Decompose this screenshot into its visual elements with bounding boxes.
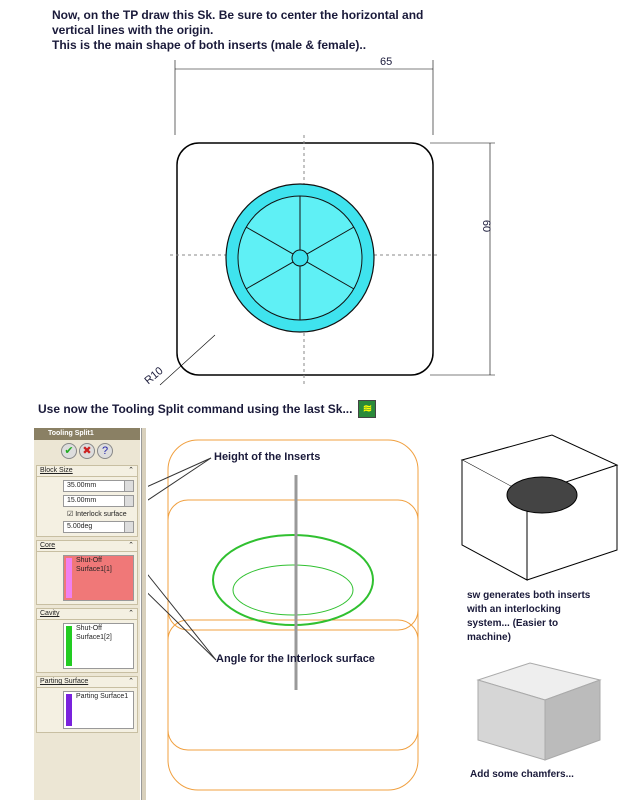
cavity-section: Cavity ⌃ Shut-Off Surface1[2] [36,608,138,673]
tooling-split-icon[interactable]: ≋ [358,400,377,418]
depth1-input[interactable]: 35.00mm [63,480,134,492]
tooling-split-preview [148,439,419,791]
panel-splitter[interactable] [141,428,146,800]
step2-text: Use now the Tooling Split command using … [38,402,353,416]
collapse-icon[interactable]: ⌃ [128,467,134,474]
angle-input[interactable]: 5.00deg [63,521,134,533]
spinner[interactable] [124,522,133,532]
intro-line: vertical lines with the origin. [52,23,214,37]
help-button[interactable]: ? [97,443,113,459]
chamfers-note: Add some chamfers... [470,769,574,780]
collapse-icon[interactable]: ⌃ [128,542,134,549]
collapse-icon[interactable]: ⌃ [128,610,134,617]
cancel-button[interactable]: ✖ [79,443,95,459]
parting-list[interactable]: Parting Surface1 [63,691,134,729]
section-title: Parting Surface [40,678,89,685]
inserts-3d-view [460,434,619,581]
step2-row: Use now the Tooling Split command using … [38,400,377,418]
dim-height: 60 [480,219,493,233]
cavity-list[interactable]: Shut-Off Surface1[2] [63,623,134,669]
ok-button[interactable]: ✔ [61,443,77,459]
spinner[interactable] [124,481,133,491]
dim-width: 65 [380,56,393,68]
chamfered-block-view [476,662,602,761]
depth2-input[interactable]: 15.00mm [63,495,134,507]
interlock-checkbox[interactable]: ☑ Interlock surface [67,511,127,518]
callout-angle: Angle for the Interlock surface [216,653,375,665]
block-size-section: Block Size ⌃ 35.00mm 15.00mm ☑ Interlock … [36,465,138,537]
sketch-drawing [159,60,495,386]
panel-title: Tooling Split1 [48,430,94,437]
intro-line: This is the main shape of both inserts (… [52,38,367,52]
spinner[interactable] [124,496,133,506]
collapse-icon[interactable]: ⌃ [128,678,134,685]
section-title: Cavity [40,610,60,617]
section-title: Block Size [40,467,73,474]
section-title: Core [40,542,56,549]
core-list[interactable]: Shut-Off Surface1[1] [63,555,134,601]
intro-line: Now, on the TP draw this Sk. Be sure to … [52,8,424,22]
parting-section: Parting Surface ⌃ Parting Surface1 [36,676,138,733]
intro-text: Now, on the TP draw this Sk. Be sure to … [52,8,423,53]
core-section: Core ⌃ Shut-Off Surface1[1] [36,540,138,605]
callout-height: Height of the Inserts [214,451,321,463]
tooling-split-panel: Tooling Split1 ✔✖? Block Size ⌃ 35.00mm 1… [34,428,140,800]
